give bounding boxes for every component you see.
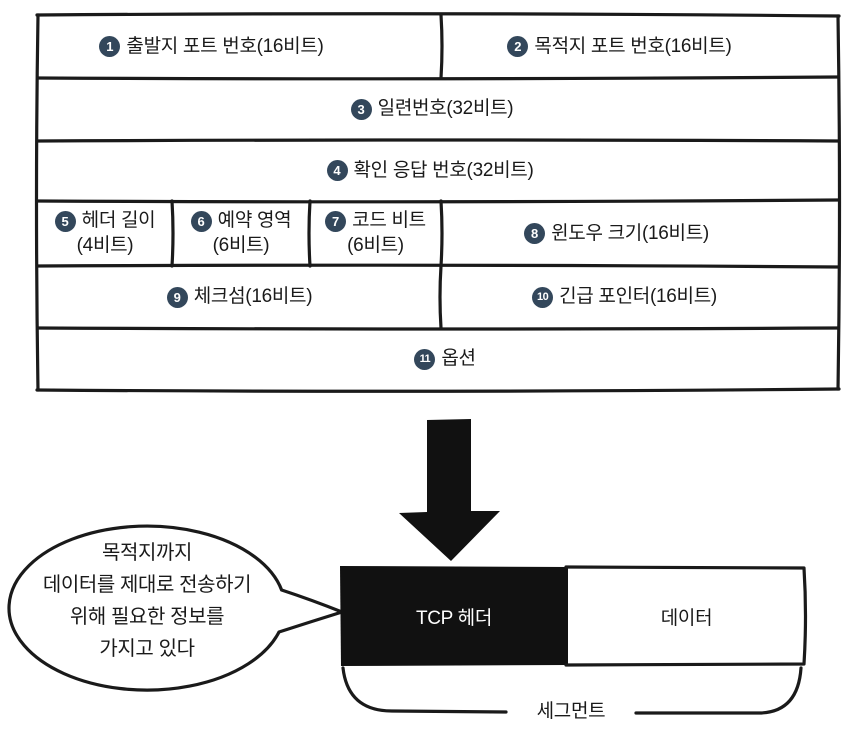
table-right-border [836,14,842,391]
row-divider [36,263,840,269]
field-urgent-pointer: 10 긴급 포인터(16비트) [441,266,838,328]
field-row: 1 출발지 포트 번호(16비트) [99,35,324,59]
speech-bubble-line: 목적지까지 [102,542,192,564]
speech-bubble-line: 가지고 있다 [99,638,195,660]
number-marker-8: 8 [524,223,546,244]
header-table-grid [34,12,842,393]
down-arrow [399,419,500,561]
segment-data-block [564,565,808,667]
field-destination-port: 2 목적지 포트 번호(16비트) [441,15,838,78]
field-row: 5 헤더 길이 [54,209,156,233]
speech-bubble [7,524,344,692]
number-marker-2: 2 [507,36,529,57]
number-marker-9: 9 [166,286,188,308]
field-label: 예약 영역 [217,210,292,231]
field-label: 목적지 포트 번호(16비트) [534,35,732,57]
field-label: 체크섬(16비트) [193,286,313,307]
cell-divider [439,13,444,80]
field-sequence-number: 3 일련번호(32비트) [38,78,838,140]
field-row: 4 확인 응답 번호(32비트) [326,159,534,183]
row-divider [36,326,840,331]
field-header-length: 5 헤더 길이 (4비트) [38,201,172,266]
table-top-border [35,12,841,18]
field-checksum: 9 체크섬(16비트) [38,266,441,328]
field-reserved: 6 예약 영역 (6비트) [172,201,310,266]
number-marker-11: 11 [414,348,436,370]
field-bit-size: (6비트) [347,235,404,256]
field-label: 윈도우 크기(16비트) [551,222,709,244]
field-label: 확인 응답 번호(32비트) [353,159,534,181]
tcp-header-label: TCP 헤더 [415,607,493,629]
field-label: 옵션 [441,348,476,369]
field-row: 8 윈도우 크기(16비트) [524,222,709,246]
field-label: 코드 비트 [352,210,426,231]
field-label: 긴급 포인터(16비트) [559,286,717,307]
field-label: 헤더 길이 [81,210,156,231]
table-bottom-border [35,387,841,393]
speech-bubble-text: 목적지까지 데이터를 제대로 전송하기 위해 필요한 정보를 가지고 있다 [12,537,282,665]
speech-bubble-line: 위해 필요한 정보를 [69,606,225,628]
number-marker-3: 3 [350,98,372,120]
cell-divider [170,199,175,268]
field-row: 3 일련번호(32비트) [350,97,514,121]
number-marker-4: 4 [326,160,348,181]
cell-divider [438,264,443,330]
row-divider [36,198,840,204]
field-row: 9 체크섬(16비트) [166,285,313,309]
field-acknowledgment-number: 4 확인 응답 번호(32비트) [38,140,838,201]
number-marker-7: 7 [325,210,347,232]
field-bit-size: (6비트) [212,235,270,256]
field-label: 일련번호(32비트) [377,98,514,119]
segment-header-block [340,566,568,666]
field-options: 11 옵션 [38,328,838,390]
cell-divider [307,199,312,268]
field-code-bits: 7 코드 비트 (6비트) [310,201,441,266]
table-left-border [34,13,40,392]
field-row: 6 예약 영역 [190,209,292,233]
number-marker-6: 6 [190,210,212,232]
field-window-size: 8 윈도우 크기(16비트) [441,201,838,266]
segment-bracket-left [341,666,508,714]
number-marker-10: 10 [532,286,554,308]
field-row: 2 목적지 포트 번호(16비트) [507,35,732,59]
field-row: 7 코드 비트 [325,209,426,233]
row-divider [36,75,840,81]
row-divider [36,138,840,143]
field-label: 출발지 포트 번호(16비트) [126,35,324,57]
field-source-port: 1 출발지 포트 번호(16비트) [38,15,441,78]
field-row: 10 긴급 포인터(16비트) [532,285,717,309]
speech-bubble-line: 데이터를 제대로 전송하기 [42,574,252,596]
segment-bracket-right [634,666,803,715]
number-marker-1: 1 [99,36,121,57]
data-label: 데이터 [660,607,713,629]
cell-divider [439,199,444,268]
field-row: 11 옵션 [414,347,476,371]
number-marker-5: 5 [54,210,76,232]
field-bit-size: (4비트) [76,235,134,256]
segment-label: 세그먼트 [536,701,606,722]
